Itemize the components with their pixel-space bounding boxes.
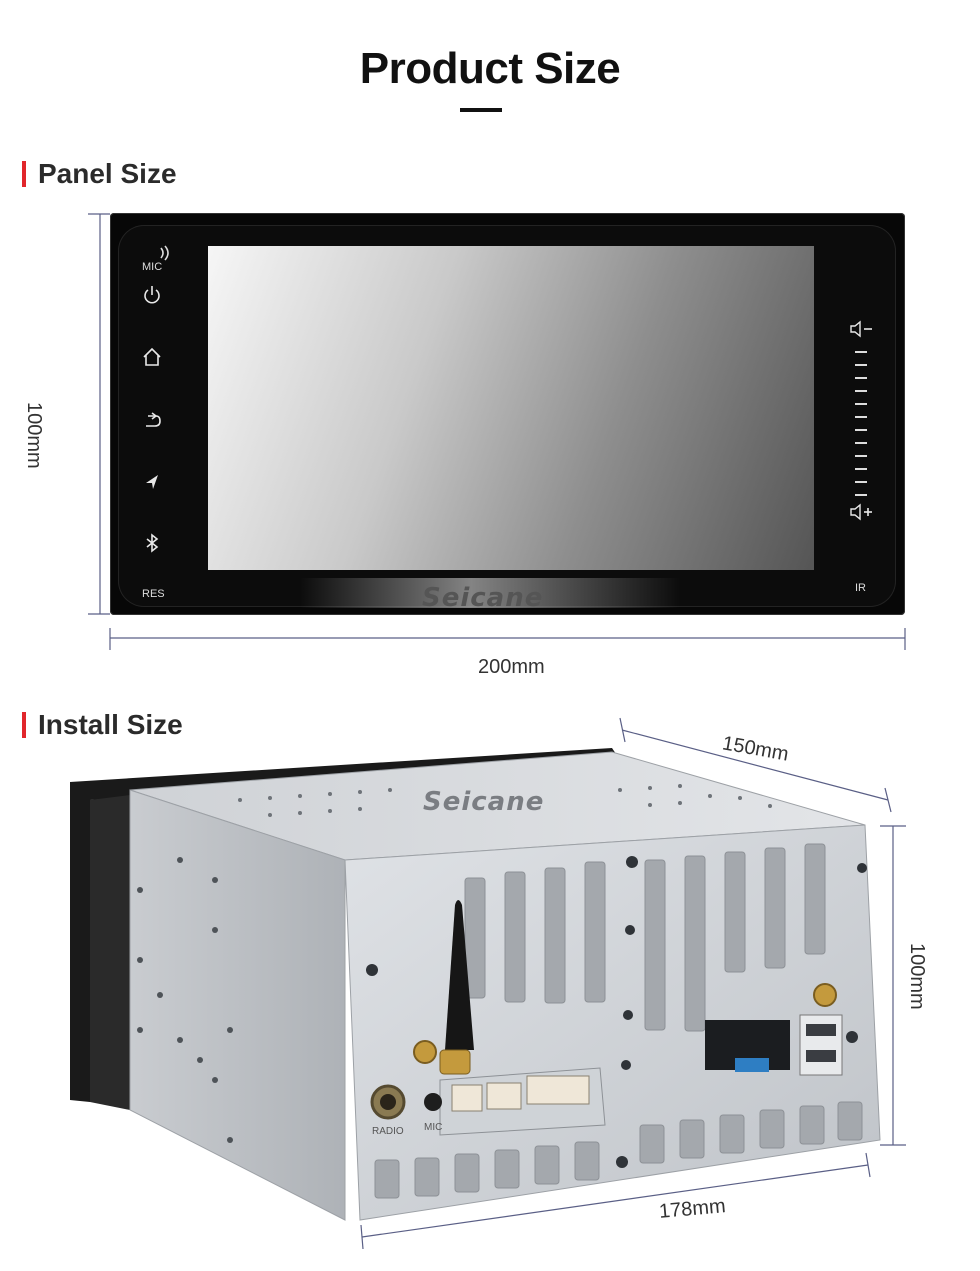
mic-port-label: MIC (424, 1122, 443, 1133)
section-accent-bar (22, 161, 26, 187)
navigation-icon[interactable] (140, 470, 164, 494)
page-title: Product Size (359, 44, 621, 93)
touch-screen (208, 246, 814, 570)
panel-reflection (300, 578, 680, 608)
install-height-dimension: 100mm (906, 943, 928, 1010)
ir-label: IR (855, 582, 866, 594)
radio-port-label: RADIO (372, 1126, 404, 1137)
mic-label: MIC (142, 261, 163, 273)
panel-dimension-lines (88, 213, 906, 650)
install-brand-logo: Seicane (423, 787, 545, 817)
home-icon[interactable] (140, 345, 164, 369)
install-size-label: Install Size (38, 709, 183, 740)
volume-down-icon[interactable] (848, 318, 876, 340)
title-underline (460, 108, 502, 112)
volume-up-icon[interactable] (848, 501, 876, 523)
volume-slider[interactable] (855, 351, 867, 507)
power-icon[interactable] (140, 283, 164, 307)
back-icon[interactable] (140, 408, 164, 432)
install-size-heading: Install Size (22, 709, 183, 741)
panel-size-label: Panel Size (38, 158, 177, 189)
bluetooth-icon[interactable] (140, 531, 164, 555)
panel-brand-logo: Seicane (422, 583, 544, 613)
res-label: RES (142, 588, 165, 600)
section-accent-bar (22, 712, 26, 738)
panel-size-heading: Panel Size (22, 158, 177, 190)
mic-icon (160, 245, 169, 261)
panel-width-dimension: 200mm (478, 656, 545, 678)
